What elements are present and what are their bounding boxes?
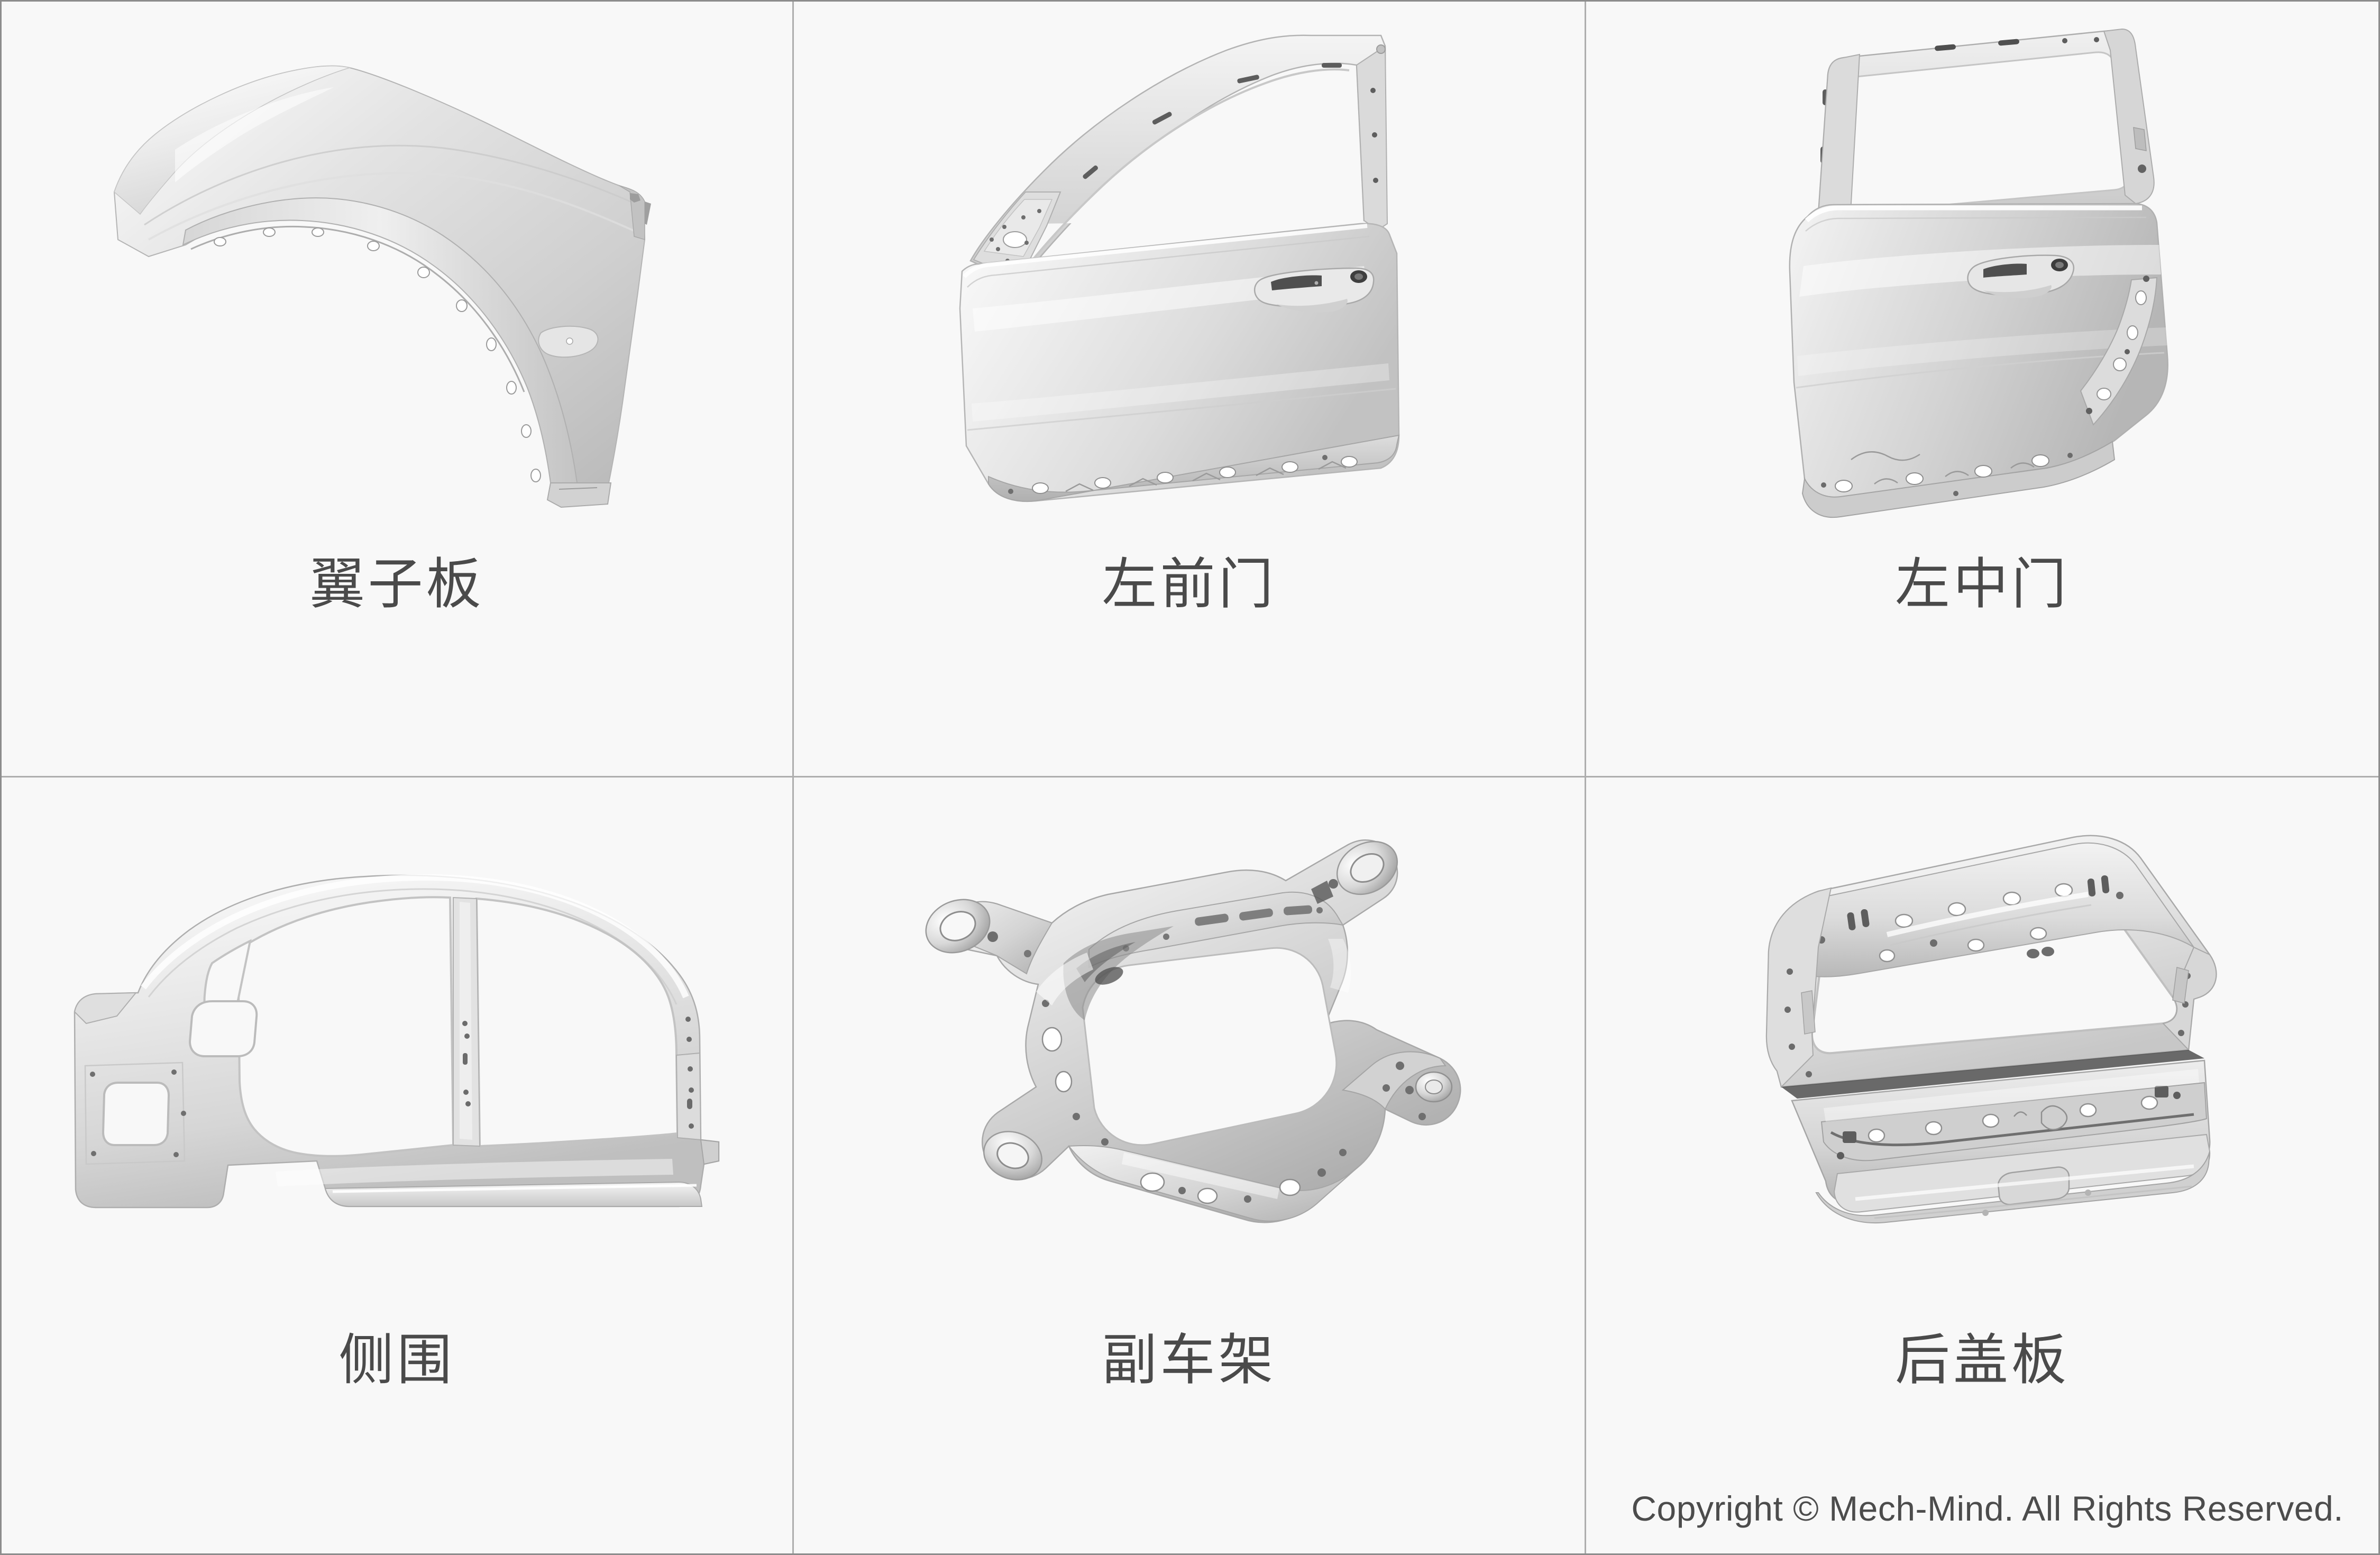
car-body-side-panel-icon [74,874,719,1209]
part-image-side-panel [2,778,792,1322]
car-rear-door-icon [1789,28,2168,518]
car-tailgate-panel-icon [1765,835,2217,1223]
part-label-left-middle-door: 左中门 [1894,554,2070,615]
gallery-cell-fender[interactable]: 翼子板 [2,2,794,778]
car-fender-panel-icon [113,65,651,508]
part-image-subframe [794,778,1585,1322]
part-image-left-front-door [794,2,1585,541]
gallery-cell-tailgate-panel[interactable]: 后盖板 [1586,778,2378,1553]
part-label-side-panel: 侧围 [338,1330,455,1391]
car-front-door-icon [959,34,1399,502]
part-label-subframe: 副车架 [1102,1330,1277,1391]
part-label-left-front-door: 左前门 [1102,554,1277,615]
part-image-tailgate-panel [1586,778,2378,1322]
gallery-cell-left-middle-door[interactable]: 左中门 [1586,2,2378,778]
part-image-left-middle-door [1586,2,2378,541]
part-label-tailgate-panel: 后盖板 [1894,1330,2070,1391]
gallery-cell-left-front-door[interactable]: 左前门 [794,2,1586,778]
car-subframe-icon [925,839,1461,1223]
copyright-notice: Copyright © Mech-Mind. All Rights Reserv… [1631,1489,2344,1528]
part-image-fender [2,2,792,541]
gallery-cell-side-panel[interactable]: 侧围 [2,778,794,1553]
part-label-fender: 翼子板 [309,554,484,615]
gallery-cell-subframe[interactable]: 副车架 [794,778,1586,1553]
